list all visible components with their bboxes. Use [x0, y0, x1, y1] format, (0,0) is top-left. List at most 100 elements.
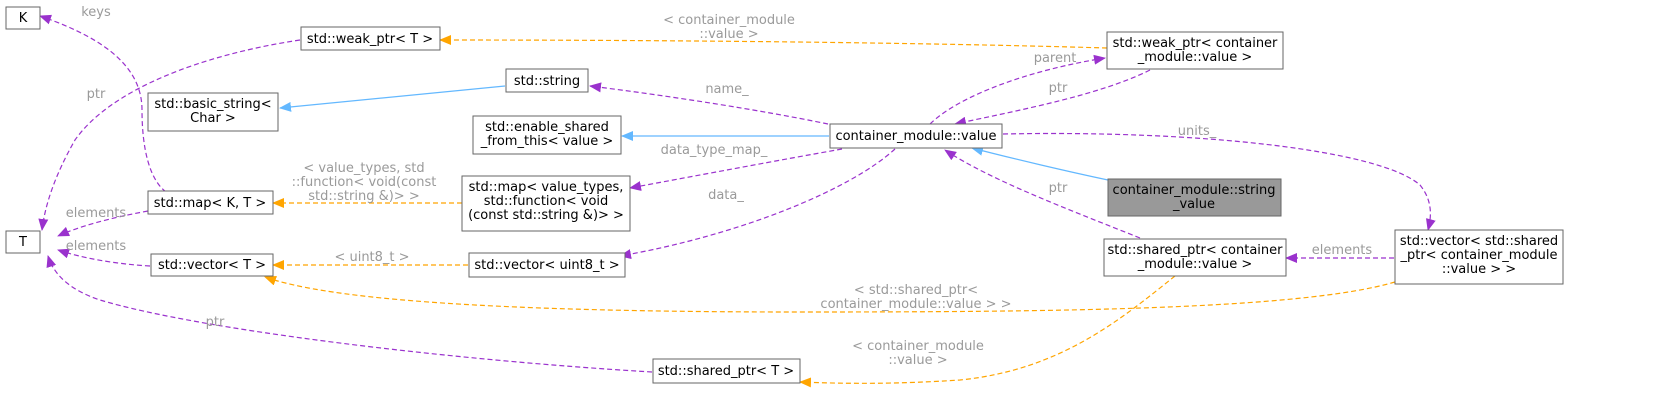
edge-label-template-shared: < container_module::value > [852, 339, 984, 368]
node-vector-t-label: std::vector< T > [158, 258, 266, 273]
edge-value-to-weak-cv [929, 54, 1106, 125]
node-shared-ptr-cv-label: std::shared_ptr< container_module::value… [1108, 243, 1284, 272]
edge-string-value-to-value [971, 145, 1109, 181]
text-line: std::vector< T > [158, 258, 266, 273]
node-t[interactable]: T [5, 230, 41, 254]
text-line: std::enable_shared [485, 120, 609, 135]
edge-label-template-u8: < uint8_t > [334, 250, 409, 265]
edge-label-ptr-weak-t: ptr [87, 87, 106, 102]
text-line: std::weak_ptr< container [1113, 36, 1278, 51]
text-line: ::value > [699, 27, 758, 42]
node-value[interactable]: container_module::value [829, 123, 1003, 149]
node-map-kt[interactable]: std::map< K, T > [147, 190, 274, 215]
edge-weak-t-to-t [38, 39, 301, 231]
text-line: ::value > [888, 353, 947, 368]
node-basic-string[interactable]: std::basic_string<Char > [147, 92, 279, 132]
text-line: std::string [514, 74, 580, 89]
text-line: ptr [1049, 81, 1068, 96]
text-line: ptr [1049, 181, 1068, 196]
node-weak-ptr-t-label: std::weak_ptr< T > [307, 32, 433, 47]
node-vector-u8[interactable]: std::vector< uint8_t > [468, 252, 626, 278]
node-shared-ptr-t[interactable]: std::shared_ptr< T > [652, 358, 801, 384]
node-weak-ptr-cv[interactable]: std::weak_ptr< container_module::value > [1106, 31, 1284, 70]
text-line: std::vector< std::shared [1400, 234, 1558, 249]
text-line: units_ [1178, 124, 1217, 139]
text-line: _value [1172, 197, 1215, 212]
text-line: ptr [206, 315, 225, 330]
edge-label-template-weak: < container_module::value > [663, 13, 795, 42]
text-line: data_type_map_ [661, 143, 768, 158]
node-vector-u8-label: std::vector< uint8_t > [474, 258, 619, 273]
text-line: container_module::value [835, 129, 996, 144]
nodes: K T std::weak_ptr< T > std::weak_ptr< co… [5, 6, 1564, 384]
node-k-label: K [19, 11, 28, 26]
text-line: std::map< value_types, [469, 180, 624, 195]
text-line: elements [66, 239, 127, 254]
text-line: K [19, 11, 28, 26]
node-t-label: T [18, 235, 27, 250]
text-line: < container_module [852, 339, 984, 354]
node-enable-shared[interactable]: std::enable_shared_from_this< value > [472, 115, 622, 155]
text-line: ::function< void(const [292, 175, 437, 190]
edge-value-to-vector-shared [1002, 132, 1436, 231]
text-line: keys [81, 5, 111, 20]
node-weak-ptr-t[interactable]: std::weak_ptr< T > [300, 26, 441, 51]
text-line: _module::value > [1137, 257, 1253, 272]
node-shared-ptr-t-label: std::shared_ptr< T > [658, 364, 794, 379]
edge-value-to-string [589, 82, 829, 125]
text-line: ptr [87, 87, 106, 102]
node-k[interactable]: K [5, 6, 41, 30]
node-shared-ptr-cv[interactable]: std::shared_ptr< container_module::value… [1103, 238, 1287, 277]
edge-shared-cv-to-value [944, 149, 1141, 239]
edge-value-to-map-vt [629, 148, 843, 191]
node-map-vt-label: std::map< value_types,std::function< voi… [468, 180, 624, 223]
text-line: std::shared_ptr< container [1108, 243, 1284, 258]
text-line: _ptr< container_module [1399, 248, 1557, 263]
text-line: std::string &)> > [308, 189, 419, 204]
node-map-vt[interactable]: std::map< value_types,std::function< voi… [461, 175, 631, 232]
node-map-kt-label: std::map< K, T > [154, 196, 267, 211]
text-line: std::vector< uint8_t > [474, 258, 619, 273]
edge-label-units: units_ [1178, 124, 1217, 139]
text-line: (const std::string &)> > [468, 208, 624, 223]
text-line: < value_types, std [303, 161, 424, 176]
node-string-value[interactable]: container_module::string_value [1107, 178, 1282, 217]
text-line: elements [1312, 243, 1373, 258]
node-weak-ptr-cv-label: std::weak_ptr< container_module::value > [1113, 36, 1278, 65]
edge-label-ptr-shared-t: ptr [206, 315, 225, 330]
edge-label-ptr-weak-cv: ptr [1049, 81, 1068, 96]
edge-label-keys: keys [81, 5, 111, 20]
edge-weak-cv-to-weak-t [439, 35, 1108, 49]
text-line: Char > [190, 111, 236, 126]
text-line: name_ [705, 82, 749, 97]
node-string-label: std::string [514, 74, 580, 89]
text-line: data_ [708, 188, 744, 203]
node-vector-t[interactable]: std::vector< T > [150, 253, 274, 277]
text-line: std::basic_string< [154, 97, 271, 112]
edge-value-to-vector-u8 [619, 148, 896, 260]
node-string[interactable]: std::string [505, 68, 589, 93]
text-line: container_module::string [1113, 183, 1276, 198]
edges [38, 14, 1436, 388]
edge-string-to-basic-string [279, 85, 506, 112]
edge-label-data: data_ [708, 188, 744, 203]
edge-map-kt-to-k [39, 14, 167, 193]
text-line: elements [66, 206, 127, 221]
edge-label-template-map: < value_types, std::function< void(const… [292, 161, 437, 204]
edge-label-name: name_ [705, 82, 749, 97]
edge-label-elements-map: elements [66, 206, 127, 221]
text-line: < container_module [663, 13, 795, 28]
text-line: < uint8_t > [334, 250, 409, 265]
edge-label-elements-vs: elements [1312, 243, 1373, 258]
node-vector-shared[interactable]: std::vector< std::shared_ptr< container_… [1394, 229, 1564, 285]
text-line: std::function< void [484, 194, 609, 209]
edge-label-ptr-shared-cv: ptr [1049, 181, 1068, 196]
node-vector-shared-label: std::vector< std::shared_ptr< container_… [1399, 234, 1558, 277]
edge-shared-cv-to-shared-t [799, 275, 1176, 388]
node-string-value-label: container_module::string_value [1113, 183, 1276, 212]
text-line: std::weak_ptr< T > [307, 32, 433, 47]
text-line: parent [1034, 51, 1077, 66]
text-line: container_module::value > > [820, 297, 1011, 312]
edge-shared-t-to-t [46, 255, 653, 373]
